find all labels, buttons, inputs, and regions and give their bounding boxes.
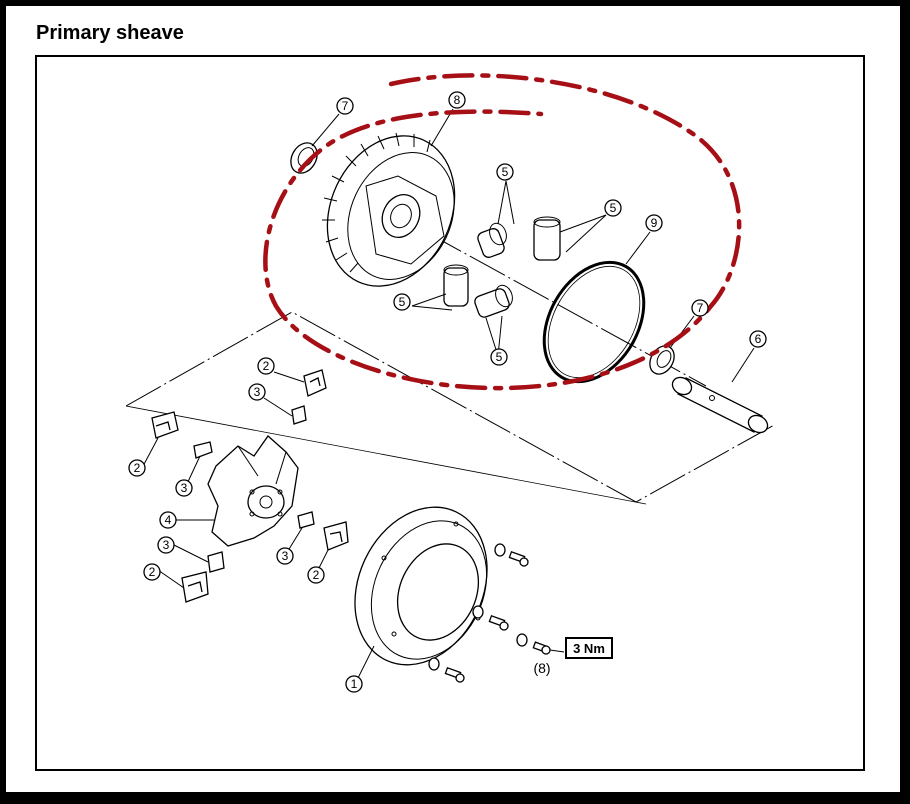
slider — [323, 521, 349, 551]
slider-guide — [193, 441, 213, 459]
slider — [303, 369, 327, 397]
callout-5: 5 — [604, 199, 622, 217]
screw-set — [428, 657, 465, 683]
svg-text:2: 2 — [313, 568, 320, 582]
primary-sheave-part — [322, 132, 456, 287]
page-title: Primary sheave — [36, 22, 184, 44]
svg-text:8: 8 — [454, 93, 461, 107]
torque-box — [565, 637, 613, 659]
roller-weight — [443, 264, 469, 307]
highlight-outline — [263, 73, 742, 391]
callout-3: 3 — [248, 383, 266, 401]
roller-weight — [533, 216, 561, 261]
svg-text:7: 7 — [342, 99, 349, 113]
guide-line-outline — [125, 311, 777, 503]
slider-guide — [297, 511, 315, 529]
svg-text:3: 3 — [282, 549, 289, 563]
svg-text:9: 9 — [651, 216, 658, 230]
highlight-stroke — [263, 73, 742, 391]
svg-text:5: 5 — [502, 165, 509, 179]
roller-weight — [477, 222, 507, 258]
torque-value: 3 Nm — [573, 641, 605, 656]
callout-1: 1 — [345, 675, 363, 693]
oil-seal-part-right — [649, 345, 675, 375]
o-ring-part — [542, 260, 646, 384]
svg-text:6: 6 — [755, 332, 762, 346]
svg-text:2: 2 — [263, 359, 270, 373]
callouts: 7 8 5 5 9 5 5 7 6 2 3 2 3 4 3 2 3 2 1 — [128, 91, 767, 693]
callout-4: 4 — [159, 511, 177, 529]
callout-3: 3 — [157, 536, 175, 554]
callout-3: 3 — [175, 479, 193, 497]
oil-seal-part-top — [290, 142, 318, 174]
callout-5: 5 — [393, 293, 411, 311]
callout-5: 5 — [496, 163, 514, 181]
manual-page: Primary sheave — [6, 6, 900, 792]
callout-2: 2 — [143, 563, 161, 581]
callout-7-top: 7 — [336, 97, 354, 115]
callout-9: 9 — [645, 214, 663, 232]
svg-text:2: 2 — [134, 461, 141, 475]
exploded-view-diagram: 7 8 5 5 9 5 5 7 6 2 3 2 3 4 3 2 3 2 1 3 … — [125, 73, 777, 693]
callout-7-right: 7 — [691, 299, 709, 317]
diagram-frame — [35, 55, 865, 771]
slider-guide — [207, 551, 225, 573]
torque-spec: 3 Nm (8) — [533, 637, 613, 676]
callout-6: 6 — [749, 330, 767, 348]
svg-text:3: 3 — [163, 538, 170, 552]
svg-text:2: 2 — [149, 565, 156, 579]
svg-text:3: 3 — [181, 481, 188, 495]
slider-guide — [291, 405, 307, 425]
screw-set — [472, 605, 509, 631]
collar-part — [671, 376, 769, 434]
guide-line-lower — [125, 405, 647, 505]
sliders — [151, 369, 349, 603]
screws-and-washers — [428, 543, 551, 683]
callout-2: 2 — [128, 459, 146, 477]
callout-5: 5 — [490, 348, 508, 366]
slider-guides — [193, 405, 315, 573]
svg-text:1: 1 — [351, 677, 358, 691]
slider — [181, 571, 209, 603]
roller-weights — [443, 216, 561, 318]
svg-text:3: 3 — [254, 385, 261, 399]
svg-text:5: 5 — [496, 350, 503, 364]
callout-8-top: 8 — [448, 91, 466, 109]
cam-plate-part — [354, 506, 488, 666]
roller-weight — [474, 284, 513, 318]
screw-set — [516, 633, 551, 655]
callout-3: 3 — [276, 547, 294, 565]
svg-text:7: 7 — [697, 301, 704, 315]
svg-text:5: 5 — [610, 201, 617, 215]
callout-2: 2 — [257, 357, 275, 375]
callout-2: 2 — [307, 566, 325, 584]
svg-text:5: 5 — [399, 295, 406, 309]
slider — [151, 411, 179, 439]
cam-part — [207, 435, 299, 547]
svg-text:4: 4 — [165, 513, 172, 527]
torque-reference: (8) — [533, 660, 550, 676]
screw-set — [494, 543, 529, 567]
